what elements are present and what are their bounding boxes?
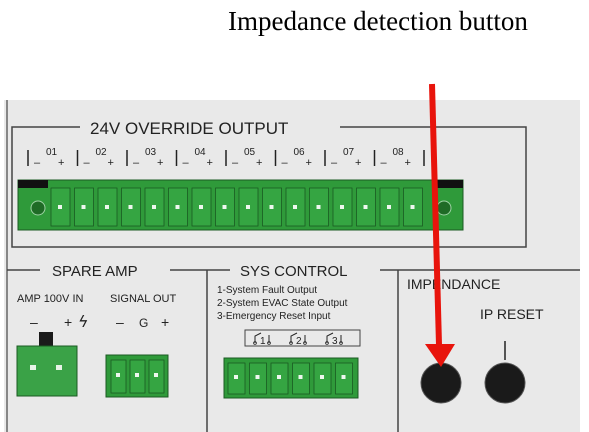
channel-number: 04 bbox=[195, 147, 207, 158]
channel-minus: – bbox=[183, 157, 190, 169]
terminal-pin-hole bbox=[105, 205, 109, 209]
sys-control-line-1: 1-System Fault Output bbox=[217, 285, 317, 296]
relay-terminal-icon bbox=[253, 341, 257, 345]
signal-g-label: G bbox=[139, 316, 148, 330]
terminal-pin-hole bbox=[410, 205, 415, 209]
terminal-pin-hole bbox=[387, 205, 391, 209]
impedance-title: IMPENDANCE bbox=[407, 276, 500, 292]
signal-plus-label: + bbox=[161, 314, 169, 330]
terminal-pin-hole bbox=[269, 205, 274, 209]
terminal-pin-hole bbox=[128, 205, 133, 209]
lightning-icon: ϟ bbox=[78, 312, 89, 331]
amp-in-connector bbox=[16, 345, 78, 397]
terminal-pin-hole bbox=[81, 205, 86, 209]
caption-impedance-detection: Impedance detection button bbox=[228, 6, 528, 36]
terminal-block-top-left-stripe bbox=[18, 180, 48, 188]
channel-number: 05 bbox=[244, 147, 256, 158]
sys-control-pins bbox=[227, 362, 353, 395]
relay-terminal-icon bbox=[267, 341, 271, 345]
channel-plus: + bbox=[58, 157, 64, 169]
terminal-screw-right bbox=[436, 200, 452, 216]
amp-plus-label: + bbox=[64, 314, 72, 330]
terminal-pin-hole bbox=[175, 205, 180, 209]
channel-minus: – bbox=[282, 157, 289, 169]
channel-plus: + bbox=[157, 157, 163, 169]
channel-minus: – bbox=[133, 157, 140, 169]
signal-out-label: SIGNAL OUT bbox=[110, 293, 176, 305]
terminal-pin-hole bbox=[316, 205, 321, 209]
terminal-block-top-right-stripe bbox=[433, 180, 463, 188]
sys-pin-hole bbox=[341, 375, 346, 379]
terminal-pin-hole bbox=[246, 205, 250, 209]
sys-pin-hole bbox=[320, 375, 324, 379]
channel-minus: – bbox=[381, 157, 388, 169]
amp-100v-in-label: AMP 100V IN bbox=[17, 293, 83, 305]
channel-number: 02 bbox=[96, 147, 108, 158]
channel-minus: – bbox=[84, 157, 91, 169]
amp-connector-latch bbox=[39, 332, 53, 346]
channel-plus: + bbox=[355, 157, 361, 169]
channel-markings: 01–+02–+03–+04–+05–+06–+07–+08–+ bbox=[27, 147, 425, 169]
relay-number: 2 bbox=[296, 336, 302, 347]
relay-terminal-icon bbox=[325, 341, 329, 345]
sys-pin-hole bbox=[298, 375, 303, 379]
ip-reset-button[interactable] bbox=[484, 362, 526, 404]
terminal-pin-hole bbox=[293, 205, 297, 209]
channel-plus: + bbox=[306, 157, 312, 169]
signal-minus-label: – bbox=[116, 314, 124, 330]
sys-pin-hole bbox=[234, 375, 238, 379]
red-arrow-head bbox=[425, 344, 455, 367]
spare-amp-title: SPARE AMP bbox=[52, 263, 138, 280]
relay-terminal-icon bbox=[303, 341, 307, 345]
relay-terminal-icon bbox=[339, 341, 343, 345]
terminal-pin-hole bbox=[222, 205, 227, 209]
channel-plus: + bbox=[256, 157, 262, 169]
amp-minus-label: – bbox=[30, 314, 38, 330]
channel-minus: – bbox=[34, 157, 41, 169]
channel-number: 06 bbox=[294, 147, 306, 158]
sys-control-line-2: 2-System EVAC State Output bbox=[217, 298, 348, 309]
terminal-pin-hole bbox=[58, 205, 62, 209]
signal-out-pins bbox=[110, 359, 165, 394]
terminal-screw-left bbox=[30, 200, 46, 216]
channel-number: 08 bbox=[393, 147, 405, 158]
terminal-pin-hole bbox=[152, 205, 156, 209]
channel-number: 01 bbox=[46, 147, 58, 158]
signal-pin-hole bbox=[116, 373, 120, 377]
terminal-pins bbox=[50, 187, 423, 227]
sys-pin-hole bbox=[255, 375, 260, 379]
sys-pin-hole bbox=[277, 375, 281, 379]
red-arrow-shaft bbox=[429, 83, 442, 346]
relay-number: 1 bbox=[260, 336, 266, 347]
relay-symbols: 1 2 3 bbox=[253, 332, 343, 347]
signal-pin-hole bbox=[154, 373, 158, 377]
terminal-pin-hole bbox=[363, 205, 368, 209]
channel-number: 03 bbox=[145, 147, 157, 158]
sys-control-title: SYS CONTROL bbox=[240, 263, 348, 280]
channel-number: 07 bbox=[343, 147, 355, 158]
ip-reset-label: IP RESET bbox=[480, 306, 544, 322]
impedance-detection-button[interactable] bbox=[420, 362, 462, 404]
signal-pin-hole bbox=[135, 373, 139, 377]
channel-minus: – bbox=[232, 157, 239, 169]
channel-plus: + bbox=[108, 157, 114, 169]
relay-number: 3 bbox=[332, 336, 338, 347]
relay-terminal-icon bbox=[289, 341, 293, 345]
channel-plus: + bbox=[207, 157, 213, 169]
relay-legend-box bbox=[244, 329, 361, 347]
terminal-pin-hole bbox=[340, 205, 344, 209]
channel-plus: + bbox=[405, 157, 411, 169]
channel-minus: – bbox=[331, 157, 338, 169]
override-title: 24V OVERRIDE OUTPUT bbox=[90, 119, 288, 138]
sys-control-line-3: 3-Emergency Reset Input bbox=[217, 311, 331, 322]
terminal-pin-hole bbox=[199, 205, 203, 209]
